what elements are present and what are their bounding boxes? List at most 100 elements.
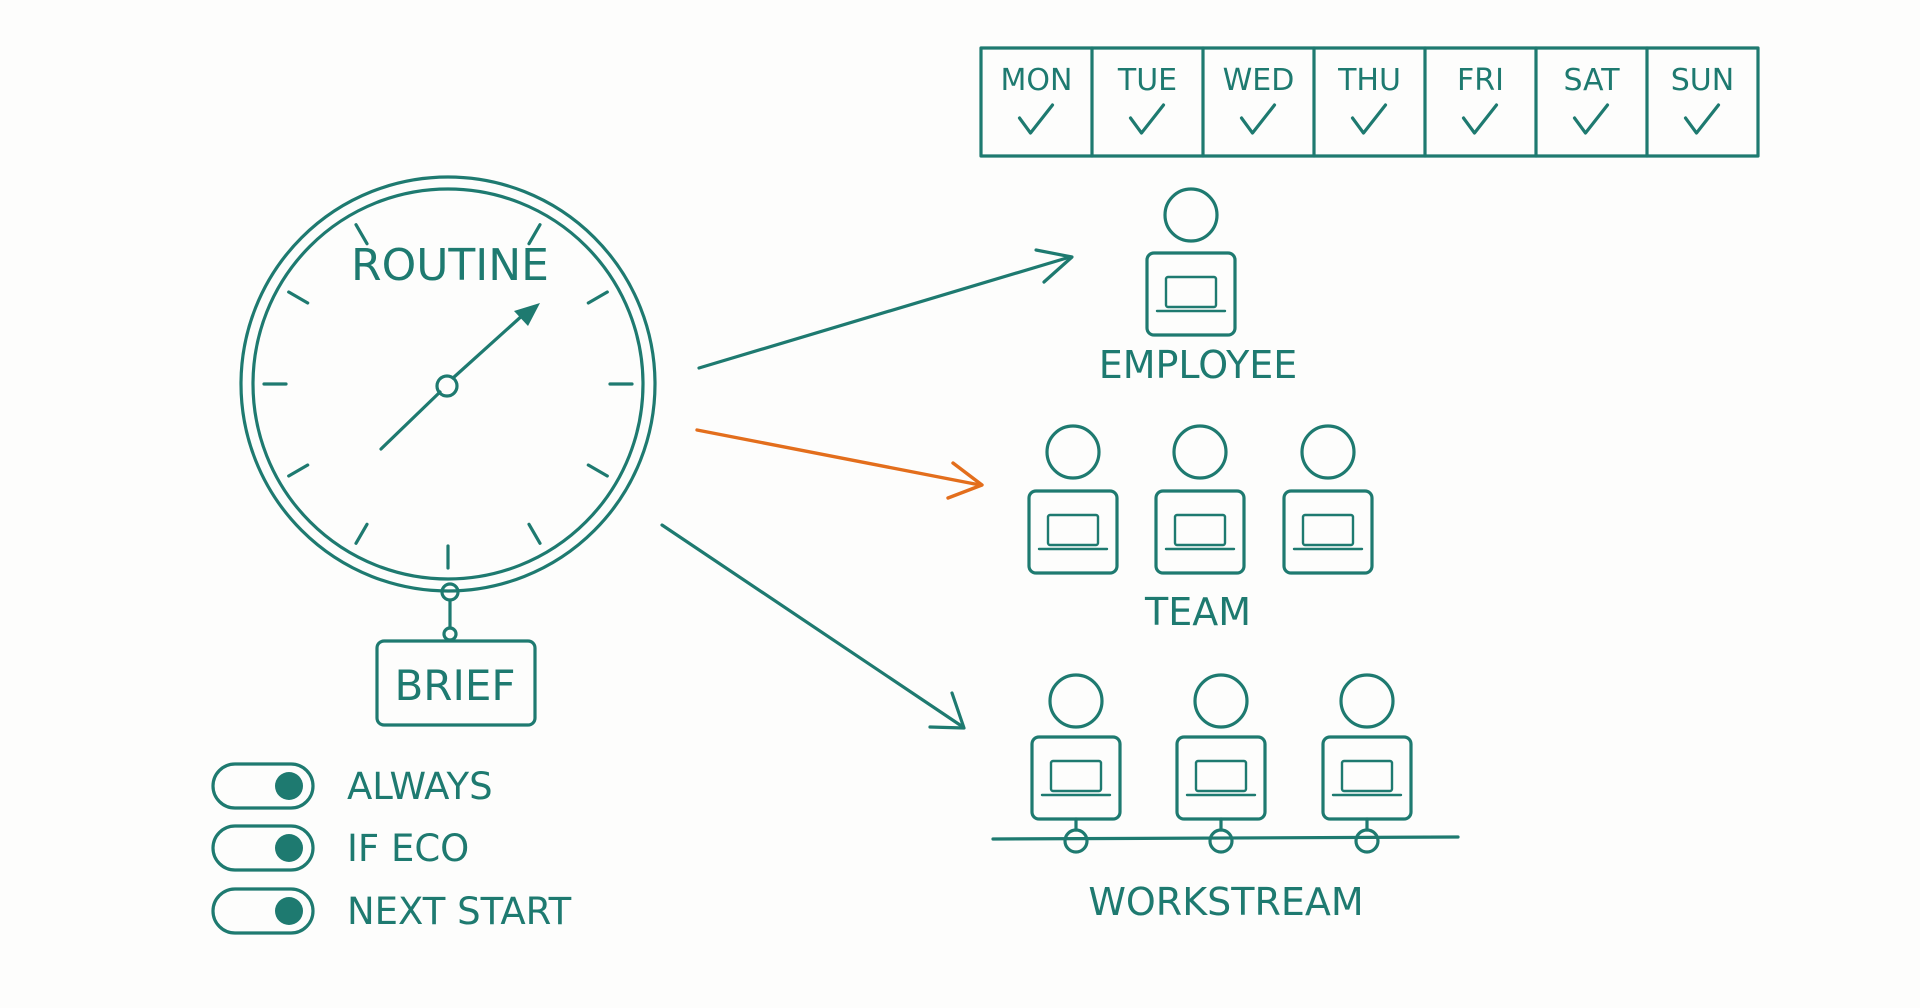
clock-hand-tail xyxy=(379,390,442,451)
day-cell: MON xyxy=(1001,63,1073,135)
person-body xyxy=(1027,489,1119,575)
person-head xyxy=(1048,673,1104,729)
workstream-node xyxy=(1208,828,1234,854)
option-label: ALWAYS xyxy=(347,765,493,808)
laptop-screen xyxy=(1049,759,1103,793)
laptop-screen xyxy=(1194,759,1248,793)
check-icon xyxy=(1683,103,1721,135)
week-strip: MON TUE WED THU FRI SAT SUN xyxy=(979,46,1760,158)
person-body xyxy=(1145,251,1237,337)
workstream-node xyxy=(1354,828,1380,854)
toggle-icon[interactable] xyxy=(211,762,315,810)
day-cell: THU xyxy=(1312,46,1401,158)
workstream-label: WORKSTREAM xyxy=(1088,880,1363,924)
day-cell: SAT xyxy=(1534,46,1620,158)
toggle-knob xyxy=(275,772,303,800)
option-row: NEXT START xyxy=(211,887,572,935)
day-cell: SUN xyxy=(1645,46,1734,158)
check-icon xyxy=(1128,103,1166,135)
clock-pivot xyxy=(435,374,459,398)
laptop-screen xyxy=(1301,513,1355,547)
day-cell: FRI xyxy=(1423,46,1504,158)
clock-tick xyxy=(527,223,542,246)
clock-inner-ring xyxy=(251,187,645,581)
brief-tag-label: BRIEF xyxy=(394,661,515,710)
people-groups xyxy=(1027,187,1413,854)
check-icon xyxy=(1572,103,1610,135)
toggle-knob xyxy=(275,897,303,925)
clock-label: ROUTINE xyxy=(351,240,549,291)
day-label: SAT xyxy=(1563,63,1620,98)
person-laptop-icon xyxy=(1321,673,1413,821)
clock-tick xyxy=(527,522,542,545)
clock-hand xyxy=(451,312,526,380)
clock-tick xyxy=(586,463,609,478)
toggle-icon[interactable] xyxy=(211,824,315,872)
week-frame xyxy=(979,46,1760,158)
clock-tick xyxy=(287,463,310,478)
option-row: ALWAYS xyxy=(211,762,493,810)
option-label: NEXT START xyxy=(347,890,572,933)
team-label: TEAM xyxy=(1144,590,1251,634)
clock-hand-tip xyxy=(514,303,540,326)
toggle-icon[interactable] xyxy=(211,887,315,935)
clock-tick xyxy=(586,290,609,305)
person-head xyxy=(1339,673,1395,729)
person-head xyxy=(1300,424,1356,480)
person-body xyxy=(1175,735,1267,821)
person-laptop-icon xyxy=(1030,673,1122,821)
person-body xyxy=(1154,489,1246,575)
day-label: SUN xyxy=(1671,63,1734,98)
employee-label: EMPLOYEE xyxy=(1099,343,1298,387)
brief-tag-frame xyxy=(375,639,537,727)
brief-tag: BRIEF xyxy=(375,639,537,727)
arrow-to-employee-head xyxy=(1034,248,1074,284)
person-laptop-icon xyxy=(1154,424,1246,575)
person-laptop-icon xyxy=(1145,187,1237,337)
clock-tick xyxy=(287,290,310,305)
options-list: ALWAYS IF ECO NEXT START xyxy=(211,762,572,935)
person-head xyxy=(1193,673,1249,729)
workstream-node xyxy=(1063,828,1089,854)
day-cell: TUE xyxy=(1090,46,1177,158)
check-icon xyxy=(1239,103,1277,135)
day-label: TUE xyxy=(1117,63,1177,98)
option-label: IF ECO xyxy=(347,827,469,870)
arrow-to-workstream-head xyxy=(928,691,966,730)
hanger-knob xyxy=(442,626,458,642)
arrow-to-team xyxy=(695,428,982,487)
person-laptop-icon xyxy=(1282,424,1374,575)
check-icon xyxy=(1461,103,1499,135)
day-label: FRI xyxy=(1457,63,1504,98)
arrow-to-workstream xyxy=(660,523,965,729)
laptop-screen xyxy=(1173,513,1227,547)
person-head xyxy=(1172,424,1228,480)
toggle-knob xyxy=(275,834,303,862)
day-label: WED xyxy=(1223,63,1295,98)
clock-ticks xyxy=(262,223,634,570)
clock-tick xyxy=(354,223,369,246)
person-body xyxy=(1282,489,1374,575)
person-body xyxy=(1321,735,1413,821)
person-head xyxy=(1163,187,1219,243)
day-cell: WED xyxy=(1201,46,1295,158)
laptop-screen xyxy=(1164,275,1218,309)
check-icon xyxy=(1017,103,1055,135)
arrow-to-employee xyxy=(697,255,1072,370)
workstream-line xyxy=(991,835,1460,841)
day-label: MON xyxy=(1001,63,1073,98)
person-laptop-icon xyxy=(1175,673,1267,821)
laptop-screen xyxy=(1046,513,1100,547)
person-laptop-icon xyxy=(1027,424,1119,575)
arrow-icon xyxy=(660,248,1074,730)
clock-icon: ROUTINE xyxy=(239,175,657,642)
arrow-to-team-head xyxy=(946,461,984,500)
day-label: THU xyxy=(1337,63,1401,98)
person-body xyxy=(1030,735,1122,821)
laptop-screen xyxy=(1340,759,1394,793)
clock-outer-ring xyxy=(239,175,657,593)
check-icon xyxy=(1350,103,1388,135)
clock-tick xyxy=(354,522,369,545)
